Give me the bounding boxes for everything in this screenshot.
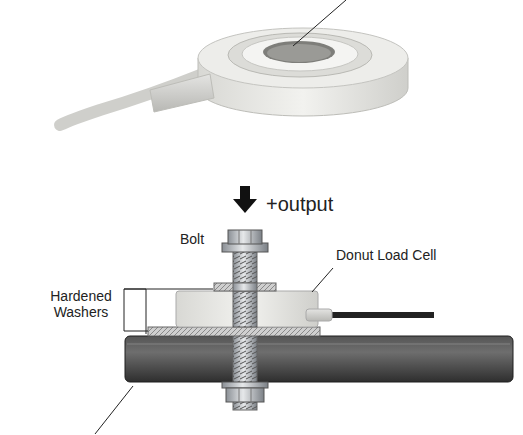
part-label: Hardened Washers (42, 288, 120, 320)
part-label: Donut Load Cell (336, 247, 436, 263)
part-label: Bolt (180, 231, 204, 247)
output-label: +output (266, 193, 333, 216)
